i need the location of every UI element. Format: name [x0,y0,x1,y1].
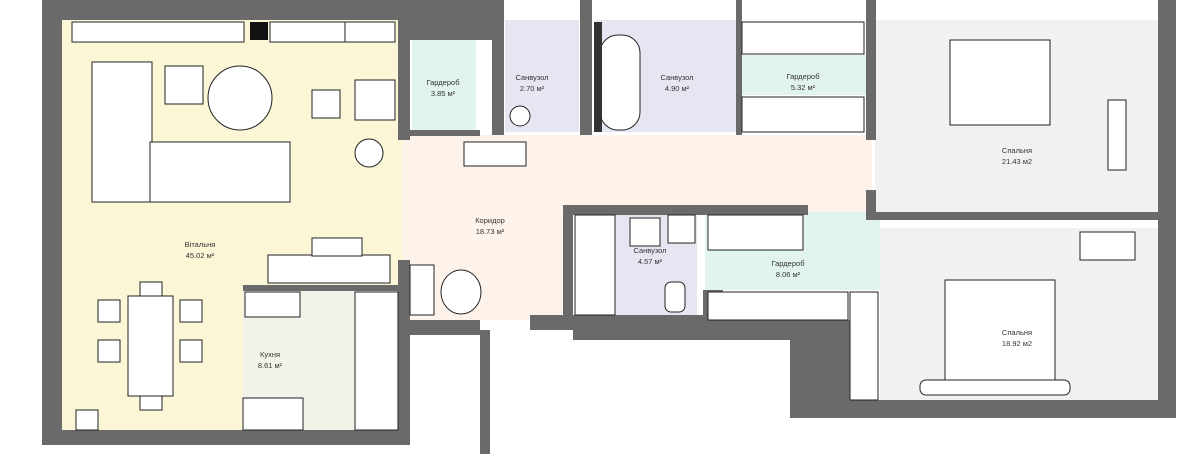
svg-text:Спальня: Спальня [1002,328,1032,337]
svg-text:Гардероб: Гардероб [427,78,460,87]
room-label-corridor: Коридор 18.73 м² [475,216,505,236]
svg-text:3.85 м²: 3.85 м² [431,89,456,98]
svg-text:Кухня: Кухня [260,350,280,359]
room-label-living: Вітальня 45.02 м² [185,240,216,260]
svg-text:18.73 м²: 18.73 м² [476,227,505,236]
svg-text:5.32 м²: 5.32 м² [791,83,816,92]
svg-text:Гардероб: Гардероб [787,72,820,81]
svg-text:45.02 м²: 45.02 м² [186,251,215,260]
room-label-bedroom-1: Спальня 21.43 м2 [1002,146,1032,166]
room-label-kitchen: Кухня 8.61 м² [258,350,283,370]
svg-text:Гардероб: Гардероб [772,259,805,268]
room-wardrobe-2 [740,55,866,95]
room-label-bedroom-2: Спальня 18.92 м2 [1002,328,1032,348]
svg-text:2.70 м²: 2.70 м² [520,84,545,93]
room-label-bathroom-2: Санвузол 4.90 м² [660,73,693,93]
svg-text:21.43 м2: 21.43 м2 [1002,157,1032,166]
svg-text:Коридор: Коридор [475,216,505,225]
room-label-bathroom-1: Санвузол 2.70 м² [515,73,548,93]
svg-text:8.06 м²: 8.06 м² [776,270,801,279]
svg-text:4.57 м²: 4.57 м² [638,257,663,266]
room-label-wardrobe-3: Гардероб 8.06 м² [772,259,805,279]
svg-text:Санвузол: Санвузол [660,73,693,82]
svg-text:Вітальня: Вітальня [185,240,216,249]
room-label-wardrobe-1: Гардероб 3.85 м² [427,78,460,98]
svg-text:8.61 м²: 8.61 м² [258,361,283,370]
svg-text:4.90 м²: 4.90 м² [665,84,690,93]
furniture [71,21,1136,431]
walls [42,0,1176,454]
svg-text:Санвузол: Санвузол [515,73,548,82]
svg-text:Спальня: Спальня [1002,146,1032,155]
room-label-bathroom-3: Санвузол 4.57 м² [633,246,666,266]
room-label-wardrobe-2: Гардероб 5.32 м² [787,72,820,92]
svg-text:18.92 м2: 18.92 м2 [1002,339,1032,348]
svg-text:Санвузол: Санвузол [633,246,666,255]
room-wardrobe-1 [412,40,476,132]
